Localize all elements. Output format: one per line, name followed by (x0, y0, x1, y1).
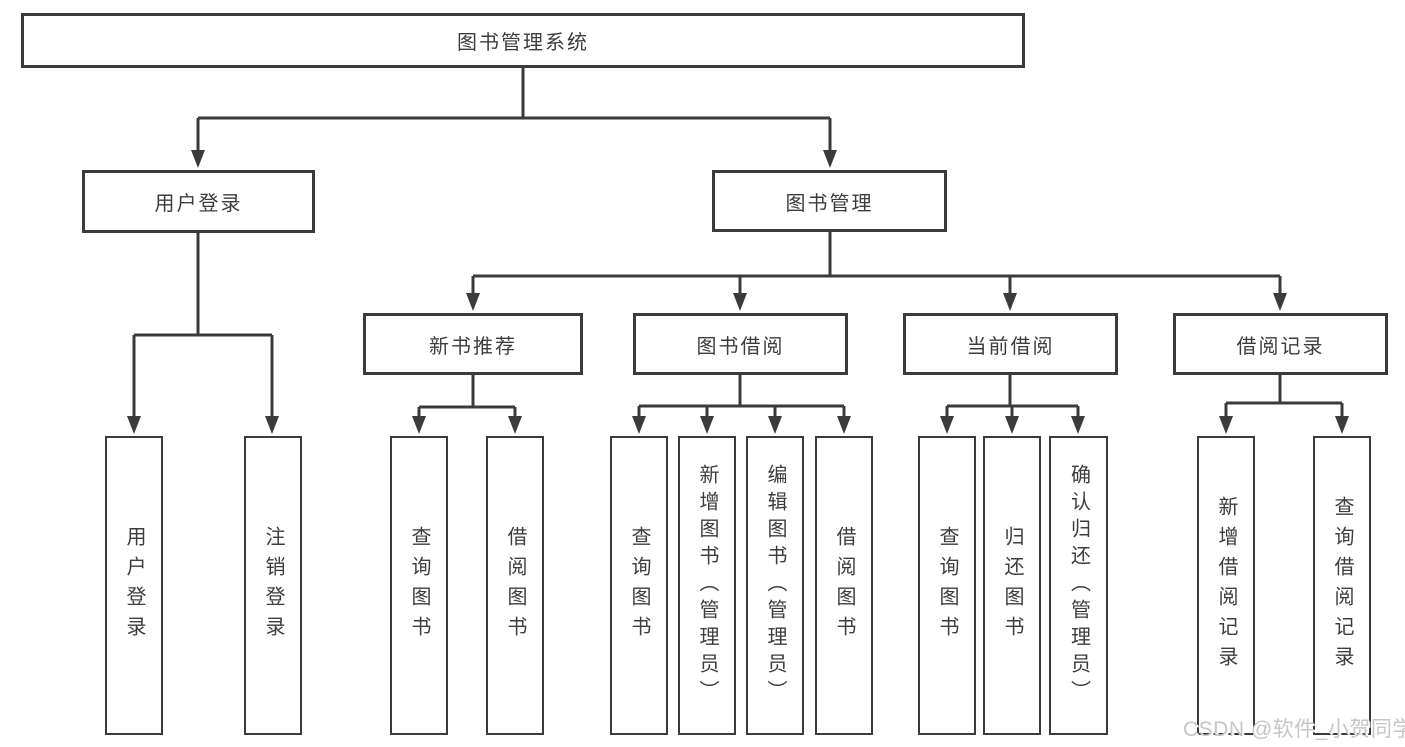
leaf-records-query-label: 查询借阅记录 (1331, 495, 1353, 676)
node-book-borrow: 图书借阅 (633, 313, 848, 375)
node-new-books-label: 新书推荐 (429, 335, 517, 358)
leaf-borrow-query-label: 查询图书 (628, 525, 650, 646)
node-system-root: 图书管理系统 (21, 13, 1025, 68)
leaf-records-add: 新增借阅记录 (1197, 436, 1255, 735)
arrowhead-icons (127, 150, 1349, 434)
leaf-logout: 注销登录 (244, 436, 302, 735)
leaf-newbooks-query-label: 查询图书 (408, 525, 430, 646)
node-new-books: 新书推荐 (363, 313, 583, 375)
leaf-borrow-borrow-label: 借阅图书 (833, 525, 855, 646)
leaf-newbooks-query: 查询图书 (390, 436, 448, 735)
leaf-borrow-edit: 编辑图书（管理员） (746, 436, 804, 735)
node-user-login-label: 用户登录 (154, 193, 243, 215)
leaf-borrow-edit-label: 编辑图书（管理员） (764, 464, 786, 707)
leaf-records-query: 查询借阅记录 (1313, 436, 1371, 735)
node-borrow-records-label: 借阅记录 (1236, 335, 1325, 358)
node-book-management: 图书管理 (712, 170, 947, 232)
leaf-current-query-label: 查询图书 (936, 525, 958, 646)
leaf-current-query: 查询图书 (918, 436, 976, 735)
leaf-current-return-label: 归还图书 (1001, 525, 1023, 646)
node-book-borrow-label: 图书借阅 (696, 335, 785, 358)
leaf-user-login-label: 用户登录 (123, 525, 145, 646)
node-current-borrow: 当前借阅 (903, 313, 1118, 375)
leaf-current-confirm: 确认归还（管理员） (1049, 436, 1108, 735)
leaf-borrow-add: 新增图书（管理员） (678, 436, 736, 735)
csdn-watermark: CSDN @软件_小贺同学 (1183, 718, 1405, 741)
node-book-management-label: 图书管理 (785, 192, 874, 215)
leaf-logout-label: 注销登录 (262, 525, 284, 646)
leaf-newbooks-borrow-label: 借阅图书 (504, 525, 526, 646)
leaf-records-add-label: 新增借阅记录 (1215, 495, 1237, 676)
node-current-borrow-label: 当前借阅 (966, 335, 1055, 358)
leaf-borrow-add-label: 新增图书（管理员） (696, 464, 718, 707)
leaf-borrow-borrow: 借阅图书 (815, 436, 873, 735)
leaf-current-return: 归还图书 (983, 436, 1041, 735)
node-borrow-records: 借阅记录 (1173, 313, 1388, 375)
leaf-newbooks-borrow: 借阅图书 (486, 436, 544, 735)
leaf-user-login: 用户登录 (105, 436, 163, 735)
leaf-current-confirm-label: 确认归还（管理员） (1067, 464, 1090, 707)
node-user-login: 用户登录 (82, 170, 315, 233)
leaf-borrow-query: 查询图书 (610, 436, 668, 735)
node-system-root-label: 图书管理系统 (457, 32, 589, 54)
